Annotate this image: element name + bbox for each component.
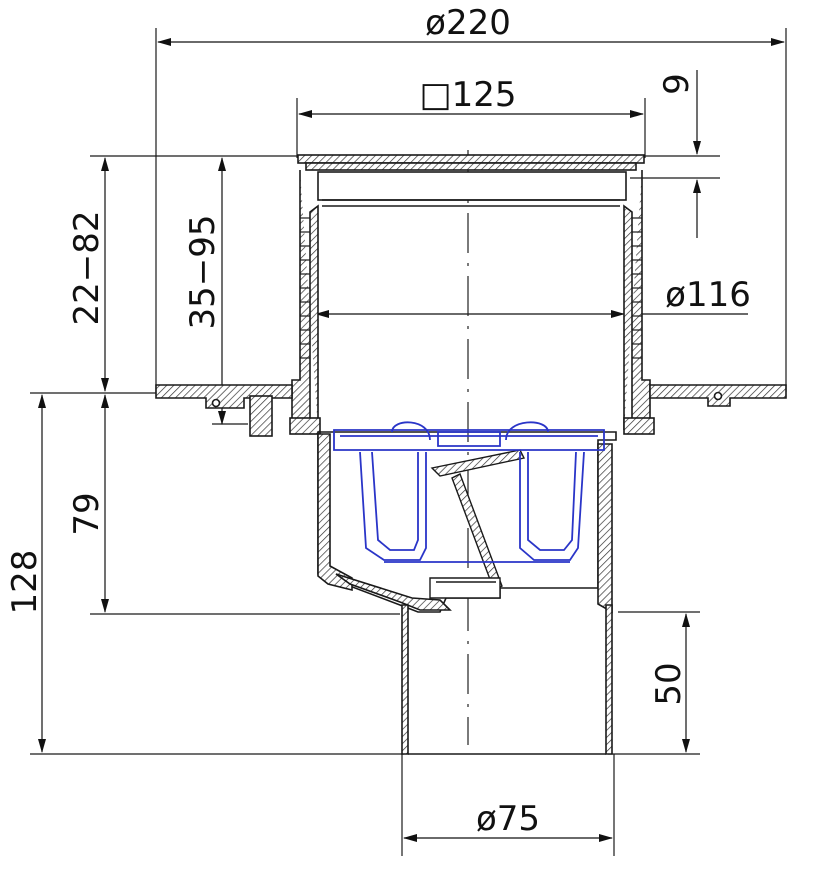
flange	[155, 384, 787, 437]
dim-height-range-b: 35−95	[183, 214, 223, 329]
extension-lines	[30, 28, 787, 856]
dim-outlet-diameter: ø75	[476, 799, 540, 839]
dim-lower-height: 79	[67, 492, 107, 535]
dim-body-diameter: ø116	[665, 275, 751, 315]
dim-overall-width: ø220	[425, 3, 511, 43]
extension-sleeve	[291, 170, 651, 431]
dim-total-height: 128	[5, 550, 45, 615]
dim-outlet-length: 50	[649, 662, 689, 705]
dim-grate-size: □125	[419, 75, 516, 115]
dim-height-range-a: 22−82	[67, 210, 107, 325]
outlet-pipe	[401, 604, 613, 755]
dim-grate-thickness: 9	[657, 73, 697, 95]
dimension-lines	[38, 38, 785, 842]
odor-trap	[333, 421, 605, 563]
grate-assembly	[297, 154, 645, 207]
flap-valve	[429, 449, 526, 599]
